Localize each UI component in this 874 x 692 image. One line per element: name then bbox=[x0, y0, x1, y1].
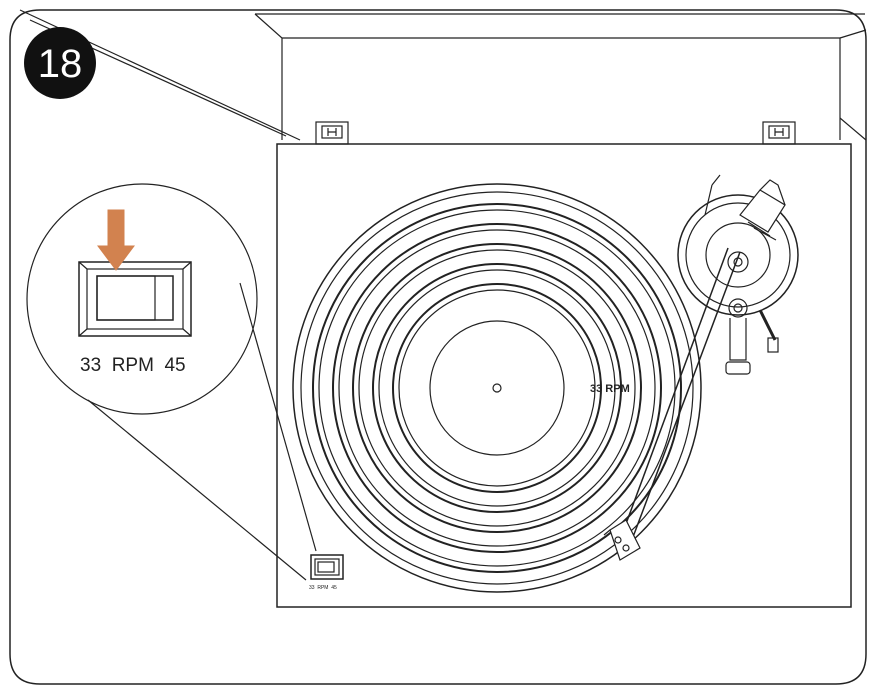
platter-speed-label: 33 RPM bbox=[590, 383, 630, 395]
dust-cover bbox=[19, 9, 867, 141]
right-hinge bbox=[762, 121, 796, 145]
step-number: 18 bbox=[38, 42, 83, 86]
speed-switch-label: 33 RPM 45 bbox=[309, 585, 337, 591]
callout-speed-label: 33 RPM 45 bbox=[80, 355, 186, 376]
step-badge: 18 bbox=[24, 27, 96, 99]
tonearm-base bbox=[677, 194, 799, 316]
tonearm-rest bbox=[704, 174, 779, 375]
left-hinge bbox=[315, 121, 349, 145]
platter[interactable] bbox=[292, 183, 702, 593]
outer-frame bbox=[9, 9, 867, 685]
speed-switch[interactable] bbox=[310, 554, 344, 580]
record-label bbox=[429, 320, 565, 456]
speed-switch-enlarged[interactable] bbox=[78, 261, 192, 337]
zoom-callout bbox=[26, 183, 317, 581]
tonearm[interactable] bbox=[603, 179, 799, 561]
headshell bbox=[609, 519, 641, 561]
turntable-plinth bbox=[276, 143, 852, 608]
press-arrow-icon bbox=[97, 209, 135, 271]
spindle bbox=[492, 383, 502, 393]
